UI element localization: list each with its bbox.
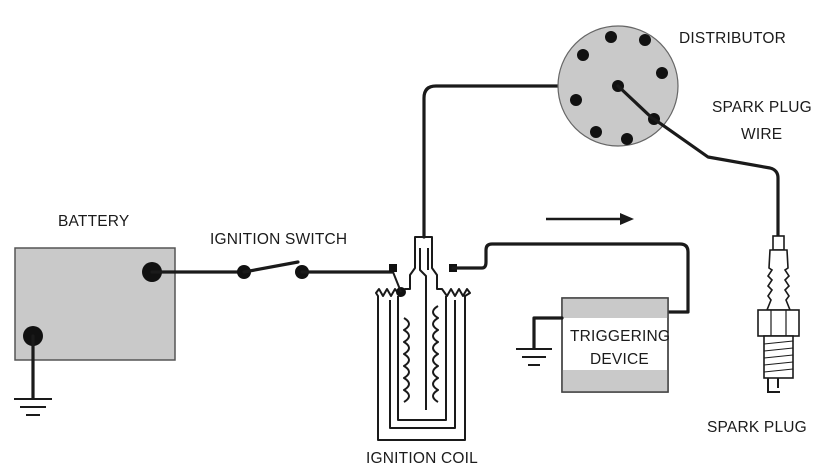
ignition-coil-label: IGNITION COIL <box>366 450 478 467</box>
battery <box>14 247 176 361</box>
spark-plug-wire-label-line1: SPARK PLUG <box>712 99 812 116</box>
triggering-device <box>561 297 669 393</box>
spark-plug-icon <box>757 235 800 393</box>
spark-plug-wire <box>652 117 780 242</box>
ignition-switch-label: IGNITION SWITCH <box>210 231 347 248</box>
coil-to-distributor-wire <box>422 84 620 239</box>
battery-ground-icon <box>14 334 52 416</box>
arrow-right-icon <box>546 213 634 225</box>
ignition-switch <box>150 260 394 279</box>
coil-to-trigger-wire <box>451 242 690 314</box>
distributor-label: DISTRIBUTOR <box>679 30 786 47</box>
triggering-device-label-line2: DEVICE <box>590 351 649 368</box>
triggering-device-label-line1: TRIGGERING <box>570 328 670 345</box>
trigger-ground-icon <box>516 316 564 366</box>
battery-label: BATTERY <box>58 213 129 230</box>
spark-plug-label: SPARK PLUG <box>707 419 807 436</box>
spark-plug-wire-label-line2: WIRE <box>741 126 782 143</box>
distributor <box>557 25 679 147</box>
